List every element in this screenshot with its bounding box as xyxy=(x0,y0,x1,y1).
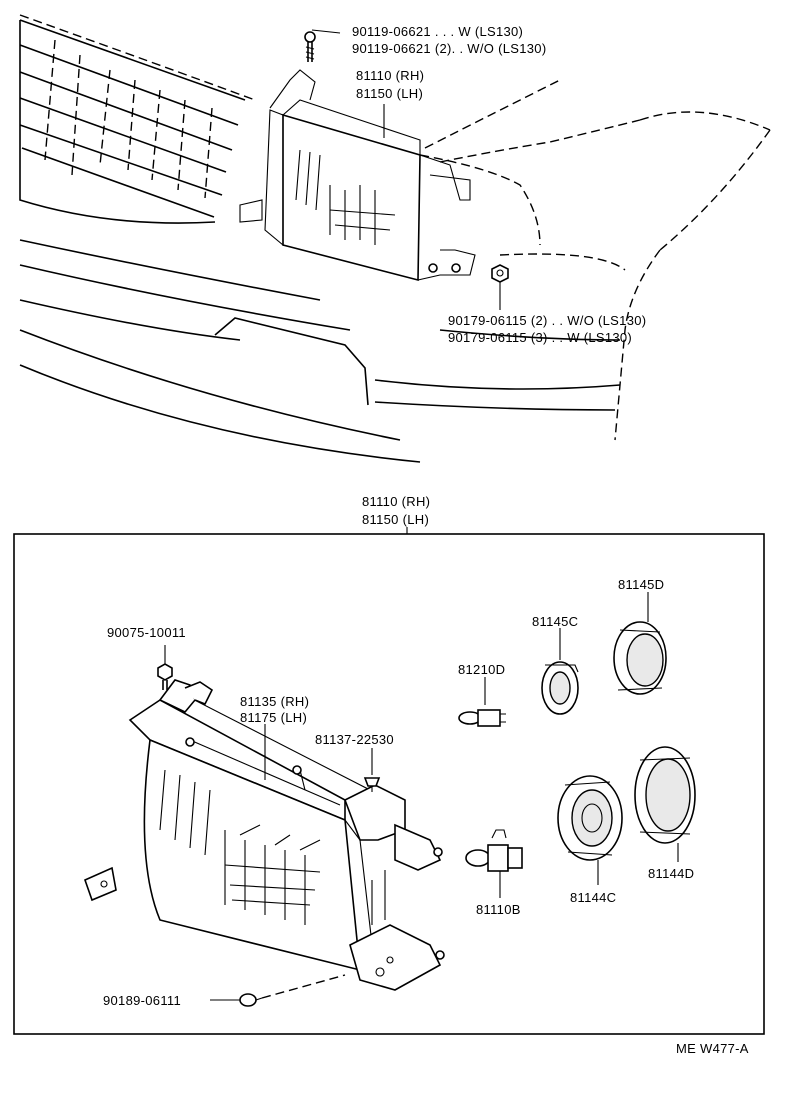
nut-callout-line2: 90179-06115 (3) . . W (LS130) xyxy=(448,330,632,345)
fender-outline xyxy=(419,79,771,441)
large-socket-label: 81144C xyxy=(570,890,616,905)
bolt-callout-line2: 90119-06621 (2). . W/O (LS130) xyxy=(352,41,546,56)
headlamp-assembly xyxy=(84,679,445,991)
headlamp-bulb-label: 81110B xyxy=(476,902,521,917)
small-bulb-label: 81210D xyxy=(458,662,505,677)
bolt-90119 xyxy=(304,29,341,62)
large-cover-label: 81144D xyxy=(648,866,694,881)
nut-label: 90189-06111 xyxy=(103,993,181,1008)
small-cover-label: 81145D xyxy=(618,577,664,592)
screw-90075 xyxy=(157,645,173,690)
clip-label: 81137-22530 xyxy=(315,732,394,747)
small-socket-label: 81145C xyxy=(532,614,578,629)
large-cover-81144D xyxy=(634,746,696,862)
detail-assembly-header-line1: 81110 (RH) xyxy=(362,494,430,509)
grille xyxy=(19,19,246,224)
bumper-outline xyxy=(19,239,621,463)
installed-headlamp xyxy=(239,69,476,282)
clip-81137 xyxy=(363,748,381,792)
nut-callout-line1: 90179-06115 (2) . . W/O (LS130) xyxy=(448,313,646,328)
nut-90189 xyxy=(210,974,346,1007)
lens-label-line2: 81175 (LH) xyxy=(240,710,307,725)
large-socket-81144C xyxy=(557,775,623,885)
small-cover-81145D xyxy=(613,592,667,695)
hood-line xyxy=(19,14,256,101)
vehicle-front-view xyxy=(19,14,771,463)
screw-label: 90075-10011 xyxy=(107,625,186,640)
small-socket-81145C xyxy=(541,628,579,715)
assembly-callout-line1: 81110 (RH) xyxy=(356,68,424,83)
bolt-callout-line1: 90119-06621 . . . W (LS130) xyxy=(352,24,523,39)
assembly-callout-line2: 81150 (LH) xyxy=(356,86,423,101)
small-bulb-81210D xyxy=(458,677,506,727)
diagram-code: ME W477-A xyxy=(676,1041,749,1056)
headlamp-bulb-81110B xyxy=(465,829,523,898)
detail-frame xyxy=(13,533,765,1035)
nut-90179 xyxy=(491,264,509,310)
lens-label-line1: 81135 (RH) xyxy=(240,694,309,709)
detail-assembly-header-line2: 81150 (LH) xyxy=(362,512,429,527)
